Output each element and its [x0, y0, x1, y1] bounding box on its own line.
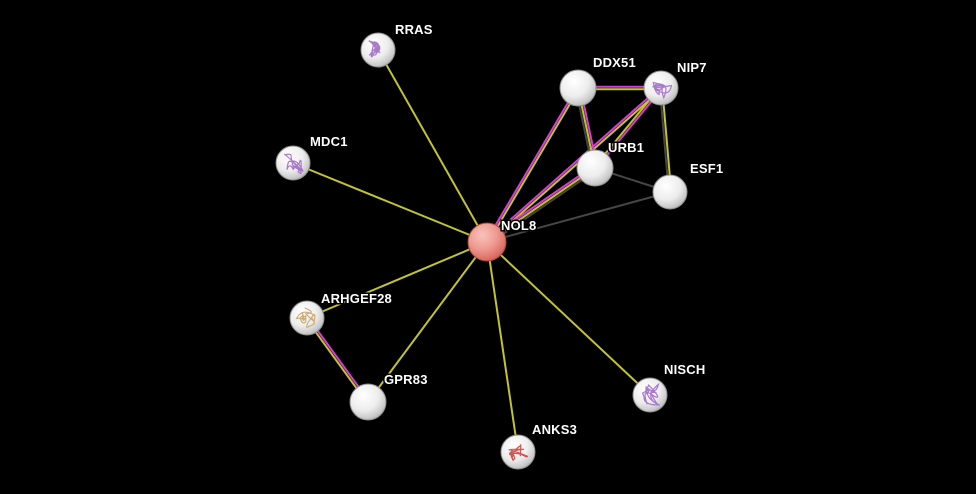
edge-NOL8-URB1-textmining[interactable]	[486, 167, 596, 243]
node-DDX51[interactable]	[559, 69, 597, 107]
node-label-ANKS3: ANKS3	[532, 422, 577, 437]
node-GPR83[interactable]	[349, 383, 387, 421]
node-MDC1[interactable]	[275, 145, 311, 181]
edge-NOL8-NIP7-experimental[interactable]	[485, 86, 662, 243]
node-label-NOL8: NOL8	[501, 218, 536, 233]
edge-NOL8-ESF1-coexpression[interactable]	[486, 191, 671, 243]
edge-GPR83-NOL8-textmining[interactable]	[367, 241, 488, 403]
node-label-MDC1: MDC1	[310, 134, 348, 149]
node-circle-ESF1[interactable]	[652, 174, 688, 210]
edge-NOL8-URB1-experimental[interactable]	[484, 165, 595, 241]
structure-glyph-ARHGEF28	[295, 307, 316, 329]
node-circle-NISCH[interactable]	[632, 377, 668, 413]
node-label-ESF1: ESF1	[690, 161, 723, 176]
node-label-RRAS: RRAS	[395, 22, 433, 37]
node-label-DDX51: DDX51	[593, 55, 636, 70]
node-label-ARHGEF28: ARHGEF28	[321, 291, 392, 306]
structure-glyph-RRAS	[368, 40, 381, 58]
structure-glyph-MDC1	[283, 153, 304, 175]
node-circle-ARHGEF28[interactable]	[289, 300, 325, 336]
edge-ANKS3-NOL8-textmining[interactable]	[486, 241, 519, 453]
node-NOL8[interactable]	[467, 222, 507, 262]
edge-NOL8-DDX51-textmining[interactable]	[487, 87, 580, 244]
node-ARHGEF28[interactable]	[289, 300, 325, 336]
node-circle-GPR83[interactable]	[349, 383, 387, 421]
structure-glyph-ANKS3	[508, 444, 529, 462]
node-circle-NOL8[interactable]	[467, 222, 507, 262]
node-NISCH[interactable]	[632, 377, 668, 413]
node-RRAS[interactable]	[360, 32, 396, 68]
nodes-layer	[275, 32, 688, 470]
edge-NOL8-NIP7-textmining[interactable]	[486, 87, 663, 244]
node-ESF1[interactable]	[652, 174, 688, 210]
node-label-GPR83: GPR83	[384, 372, 428, 387]
edge-ARHGEF28-NOL8-textmining[interactable]	[306, 241, 488, 319]
node-NIP7[interactable]	[643, 70, 679, 106]
structure-glyph-NIP7	[652, 81, 673, 100]
edge-NISCH-NOL8-textmining[interactable]	[486, 241, 651, 396]
structure-glyph-NISCH	[641, 382, 660, 406]
node-label-NIP7: NIP7	[677, 60, 707, 75]
edge-NOL8-DDX51-experimental[interactable]	[485, 86, 578, 243]
node-label-NISCH: NISCH	[664, 362, 705, 377]
edge-NOL8-URB1-coexpression[interactable]	[487, 169, 598, 245]
node-circle-DDX51[interactable]	[559, 69, 597, 107]
node-URB1[interactable]	[576, 149, 614, 187]
node-label-URB1: URB1	[608, 140, 644, 155]
node-circle-URB1[interactable]	[576, 149, 614, 187]
node-ANKS3[interactable]	[500, 434, 536, 470]
edge-RRAS-NOL8-textmining[interactable]	[377, 49, 488, 243]
edge-MDC1-NOL8-textmining[interactable]	[292, 162, 488, 243]
